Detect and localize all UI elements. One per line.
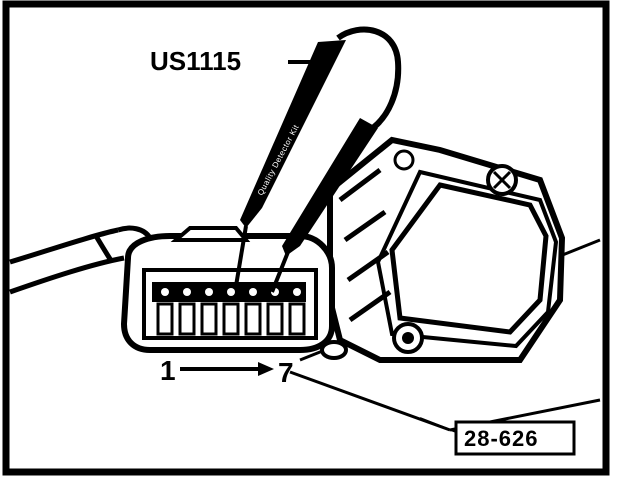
contact-pin-1 (156, 302, 174, 336)
probe-left-tip (234, 225, 248, 287)
mounting-boss (320, 340, 348, 360)
mounting-screw-upper (486, 164, 518, 196)
probe-right-body (282, 118, 378, 256)
figure-id-label: 28-626 (464, 426, 539, 451)
contact-pin-2 (178, 302, 196, 336)
connector-plug (120, 226, 335, 353)
contact-pin-3 (200, 302, 218, 336)
mounting-screw-lower (392, 322, 424, 354)
contact-holes (161, 288, 301, 296)
probe-cable-loop (336, 26, 402, 133)
contact-pin-4 (222, 302, 240, 336)
control-unit-top-plate (389, 182, 549, 335)
connector-contacts (156, 302, 306, 336)
connector-latch (170, 226, 251, 242)
contact-pin-6 (266, 302, 284, 336)
pin-range-arrow (180, 362, 274, 376)
probe-left-body (240, 40, 346, 228)
control-unit (320, 136, 566, 363)
figure-id-leader (419, 417, 457, 433)
control-unit-cover-rim (375, 169, 559, 349)
contact-pin-5 (244, 302, 262, 336)
control-unit-side-ribs (338, 168, 392, 323)
contact-pin-7 (288, 302, 306, 336)
figure-id-box (454, 420, 576, 456)
tool-label: US1115 (150, 46, 241, 76)
pin-range-end-label: 7 (278, 357, 294, 388)
probe-right-tip (270, 251, 290, 293)
pin-range-start-label: 1 (160, 355, 176, 386)
mounting-screw-small (393, 149, 415, 171)
connector-inner-rim (142, 268, 318, 340)
